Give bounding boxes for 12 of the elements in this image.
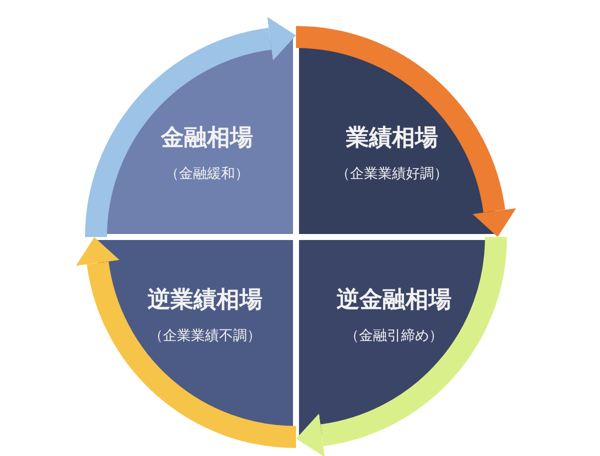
curved-arrow [85, 17, 296, 238]
curved-arrow [296, 236, 507, 456]
segment-subtitle: （金融引締め） [345, 327, 443, 345]
segment-subtitle: （金融緩和） [165, 165, 249, 183]
segment-title: 業績相場 [346, 124, 438, 153]
curved-arrow [295, 26, 516, 237]
segment-subtitle: （企業業績好調） [336, 165, 448, 183]
segment-title: 逆業績相場 [148, 286, 262, 315]
segment-title: 金融相場 [161, 124, 253, 153]
segment-title: 逆金融相場 [336, 286, 452, 315]
segment-subtitle: （企業業績不調） [149, 327, 261, 345]
curved-arrow [76, 237, 297, 448]
